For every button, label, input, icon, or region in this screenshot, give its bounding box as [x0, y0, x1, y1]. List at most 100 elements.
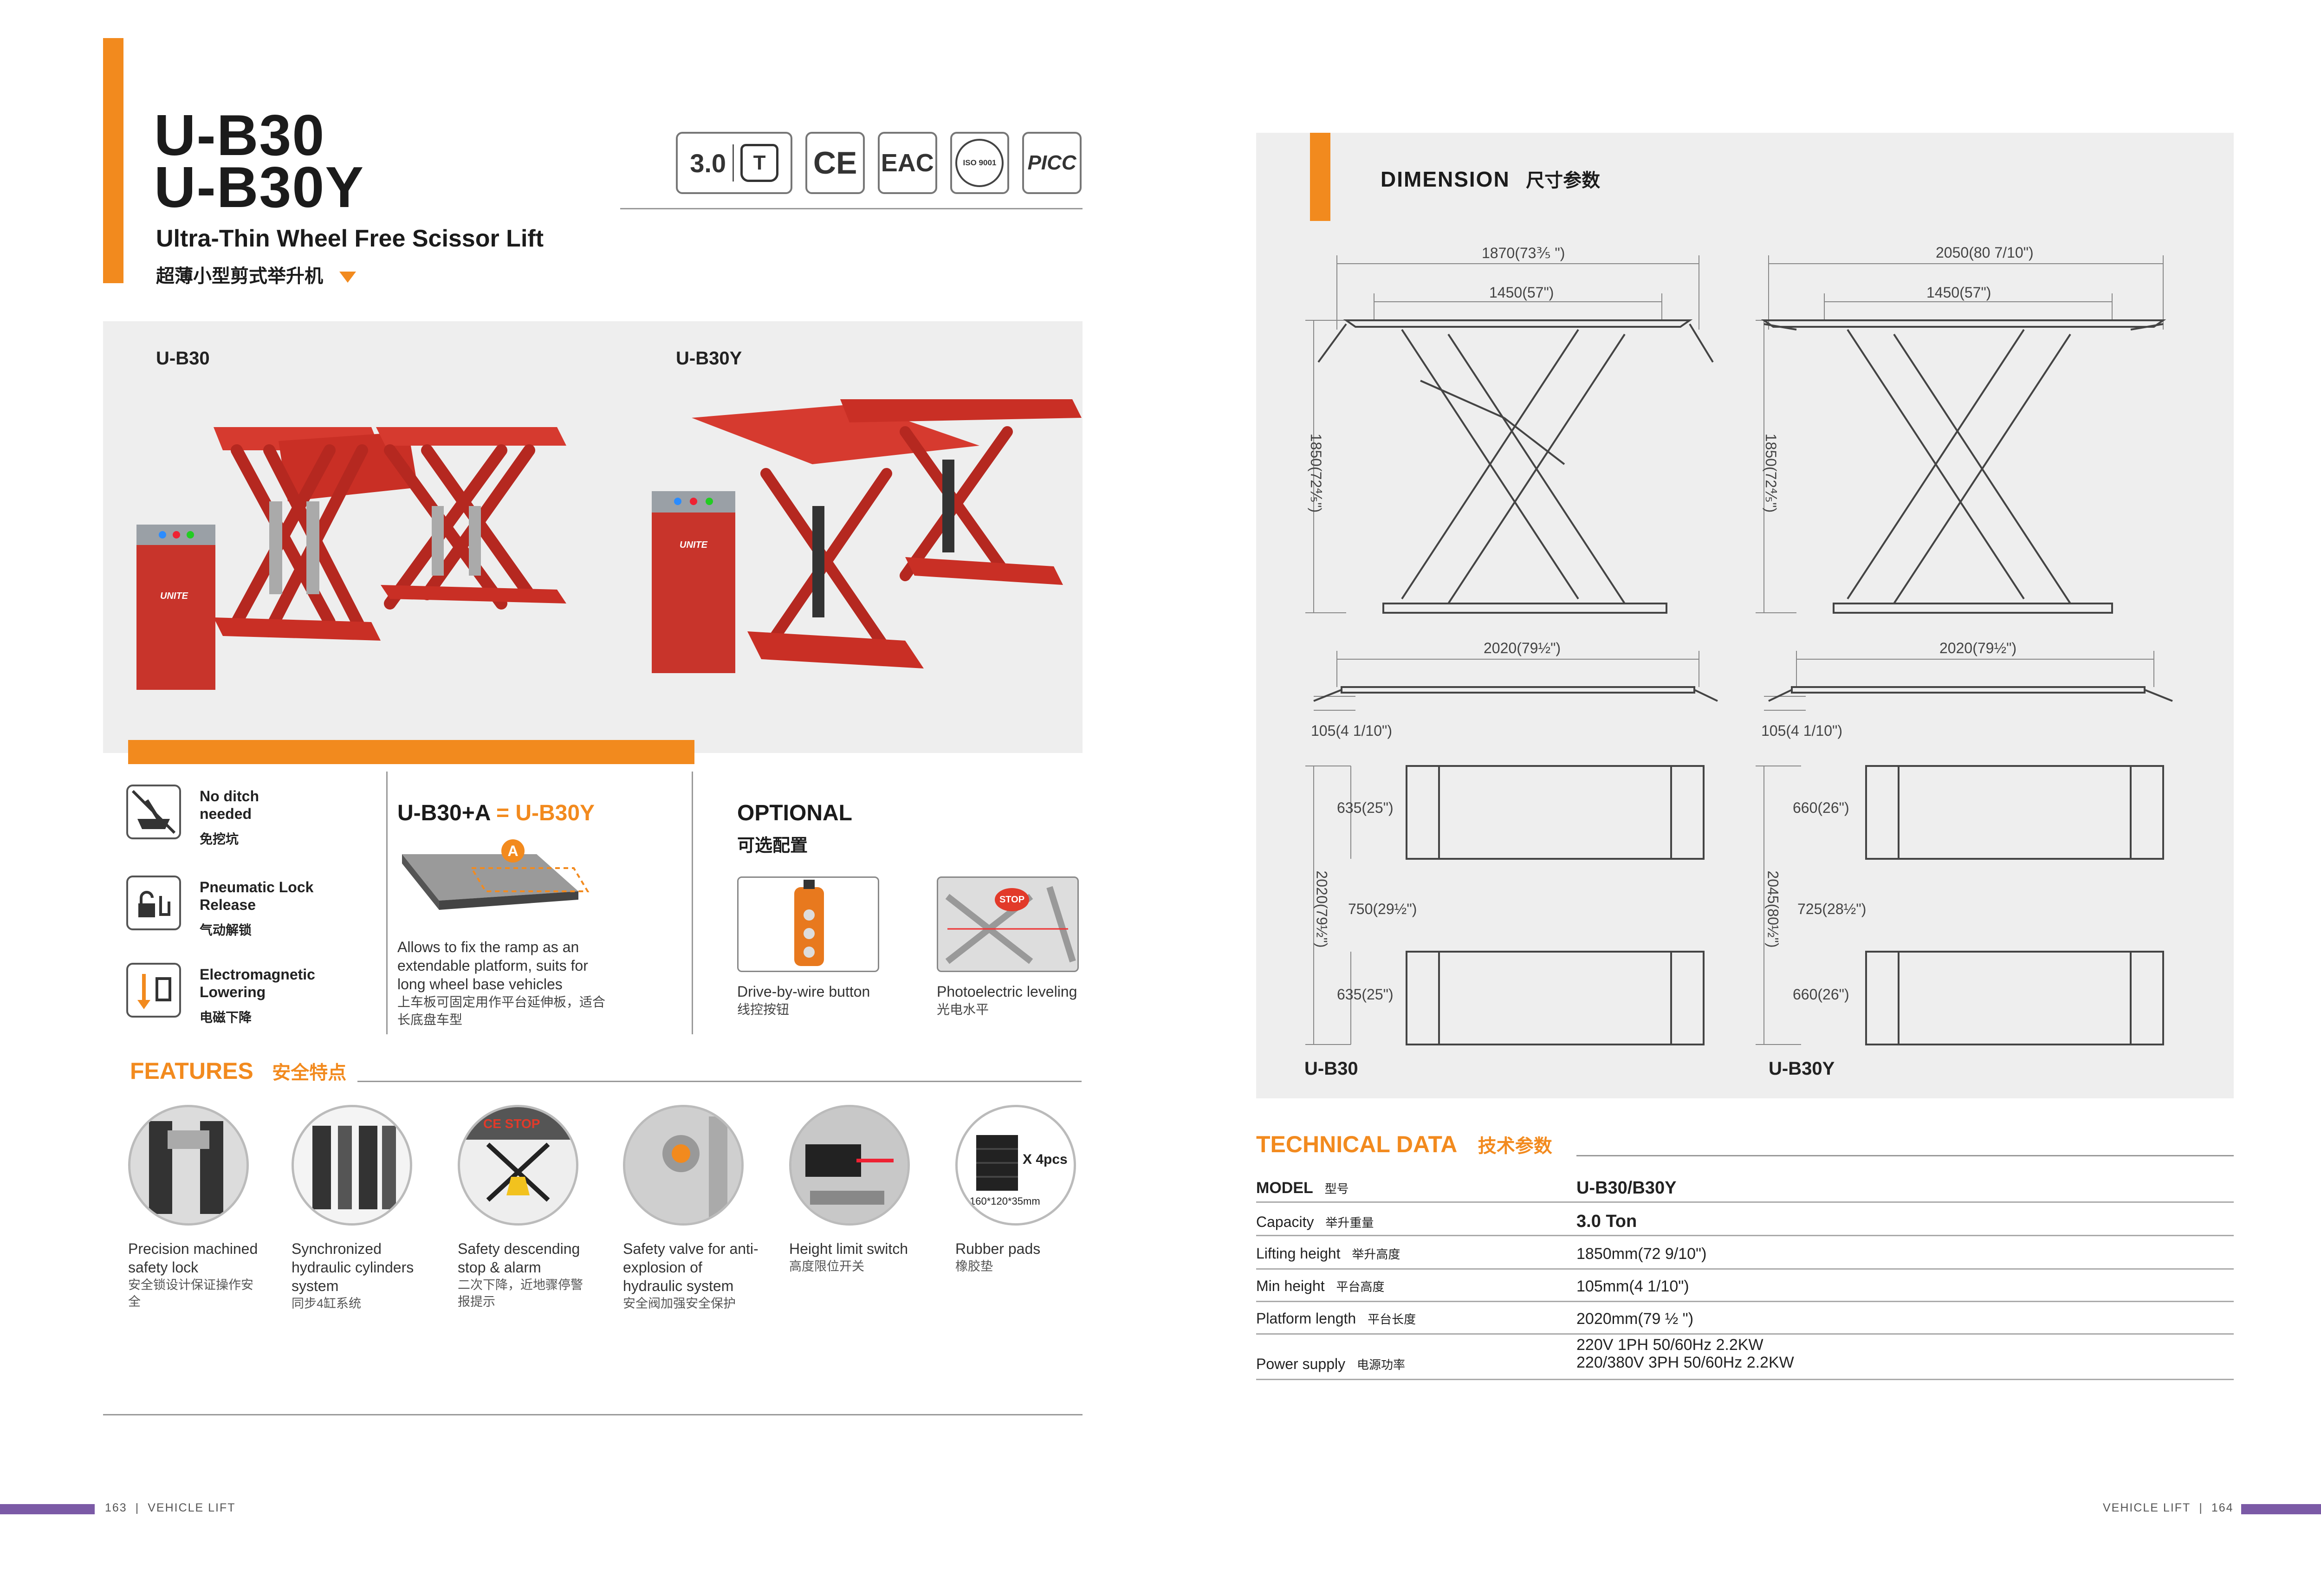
feature-cn: 高度限位开关: [789, 1259, 864, 1273]
combo-heading: U-B30+A = U-B30Y: [397, 801, 595, 825]
title-accent-bar: [103, 38, 123, 283]
feature-item: CE STOP Safety descending stop & alarm 二…: [458, 1105, 616, 1310]
feature-item: Height limit switch 高度限位开关: [789, 1105, 947, 1275]
tech-row-power-supply: Power supply 电源功率 220V 1PH 50/60Hz 2.2KW…: [1256, 1334, 2234, 1380]
product-label-ub30y: U-B30Y: [676, 348, 742, 369]
control-box-brand: UNITE: [160, 591, 188, 601]
drive-by-wire-image: [737, 876, 879, 972]
ub30y-plan-bottom: 660(26"): [1793, 986, 1849, 1003]
ub30-top-platform: 1450(57"): [1489, 284, 1554, 301]
product-subtitle: Ultra-Thin Wheel Free Scissor Lift: [156, 225, 544, 252]
ub30-top-overall: 1870(73⅗ "): [1482, 245, 1565, 261]
feature-cn: 橡胶垫: [955, 1259, 993, 1273]
product-label-ub30: U-B30: [156, 348, 210, 369]
dimension-accent-bar: [1310, 133, 1330, 221]
ub30y-dimension-drawing: [1756, 255, 2173, 1045]
ub30y-height: 1850(72⅘"): [1763, 433, 1780, 513]
ub30-plan-gap: 750(29½"): [1348, 901, 1417, 917]
features-heading: FEATURES 安全特点: [130, 1058, 347, 1084]
ramp-badge: A: [501, 839, 525, 863]
benefit-cn: 电磁下降: [200, 1010, 252, 1025]
safety-valve-image: [623, 1105, 744, 1226]
panel-accent-bar: [128, 740, 694, 764]
feature-title: Safety descending stop & alarm: [458, 1240, 580, 1276]
ub30y-top-overall: 2050(80 7/10"): [1936, 244, 2034, 261]
ce-cert: CE: [805, 132, 865, 194]
optional-label-2: Photoelectric leveling: [937, 983, 1077, 1000]
eac-cert: EAC: [877, 132, 937, 194]
model-title-2: U-B30Y: [154, 156, 365, 220]
feature-item: X 4pcs 160*120*35mm Rubber pads 橡胶垫: [955, 1105, 1095, 1275]
optional-cn-2: 光电水平: [937, 1002, 989, 1017]
feature-title: Synchronized hydraulic cylinders system: [292, 1240, 414, 1294]
left-bottom-rule: [103, 1414, 1083, 1415]
cert-row: 3.0 T CE EAC ISO 9001 PICC: [676, 132, 1082, 194]
tech-row-model: MODEL 型号 U-B30/B30Y: [1256, 1173, 2234, 1203]
column-divider: [692, 772, 693, 1034]
ce-stop-badge: CE STOP: [483, 1116, 540, 1131]
column-divider: [386, 772, 388, 1034]
feature-cn: 二次下降，近地骤停警报提示: [458, 1278, 583, 1309]
product-subtitle-cn: 超薄小型剪式举升机: [156, 261, 357, 288]
benefit-title: No ditch needed: [200, 788, 259, 822]
optional-cn-1: 线控按钮: [737, 1002, 790, 1017]
benefit-title: Electromagnetic Lowering: [200, 966, 315, 1000]
ub30y-top-platform: 1450(57"): [1926, 284, 1991, 301]
combo-description-cn: 上车板可固定用作平台延伸板，适合长底盘车型: [397, 995, 606, 1027]
product-image-panel: [103, 321, 1083, 753]
benefit-cn: 免挖坑: [200, 832, 239, 846]
feature-title: Safety valve for anti-explosion of hydra…: [623, 1240, 759, 1294]
picc-cert: PICC: [1022, 132, 1082, 194]
features-rule: [357, 1081, 1082, 1082]
iso-cert: ISO 9001: [950, 132, 1010, 194]
ub30-height: 1850(72⅘"): [1308, 433, 1325, 513]
combo-description: Allows to fix the ramp as an extendable …: [397, 939, 588, 993]
pneumatic-lock-icon: [126, 876, 181, 930]
tech-row-lifting-height: Lifting height 举升高度 1850mm(72 9/10"): [1256, 1237, 2234, 1270]
cert-underline: [620, 208, 1083, 209]
hydraulic-cylinders-image: [292, 1105, 412, 1226]
tech-heading: TECHNICAL DATA 技术参数: [1256, 1131, 1552, 1157]
feature-cn: 同步4缸系统: [292, 1297, 362, 1311]
features-row: Precision machined safety lock 安全锁设计保证操作…: [128, 1105, 1103, 1318]
triangle-down-icon: [339, 272, 357, 283]
feature-cn: 安全阀加强安全保护: [623, 1297, 736, 1311]
ub30y-plan-top: 660(26"): [1793, 799, 1849, 816]
feature-title: Height limit switch: [789, 1240, 908, 1257]
tech-row-min-height: Min height 平台高度 105mm(4 1/10"): [1256, 1269, 2234, 1302]
ub30-dimension-drawing: [1305, 255, 1718, 1045]
ub30-min-height: 105(4 1/10"): [1311, 722, 1393, 739]
ub30y-plan-gap: 725(28½"): [1797, 901, 1867, 917]
capacity-cert: 3.0 T: [676, 132, 793, 194]
ramp-platform-illustration: [402, 854, 590, 910]
benefit-title: Pneumatic Lock Release: [200, 879, 314, 913]
tech-heading-rule: [1576, 1155, 2234, 1156]
footer-left: 163|VEHICLE LIFT: [105, 1501, 236, 1514]
model-title-1: U-B30: [154, 104, 325, 168]
feature-title: Rubber pads: [955, 1240, 1041, 1257]
ub30-lift-illustration: UNITE: [136, 427, 566, 690]
ub30y-lift-illustration: UNITE: [652, 399, 1082, 673]
safety-lock-image: [128, 1105, 249, 1226]
tech-row-capacity: Capacity 举升重量 3.0 Ton: [1256, 1206, 2234, 1236]
footer-right: VEHICLE LIFT|164: [2103, 1501, 2234, 1514]
ub30-side-length: 2020(79½"): [1484, 640, 1561, 656]
ub30y-drawing-label: U-B30Y: [1769, 1058, 1835, 1079]
weight-icon: T: [740, 144, 779, 182]
feature-item: Precision machined safety lock 安全锁设计保证操作…: [128, 1105, 286, 1310]
rubber-pads-size: 160*120*35mm: [970, 1195, 1040, 1207]
dimension-heading: DIMENSION 尺寸参数: [1381, 167, 1601, 191]
optional-title-cn: 可选配置: [737, 836, 808, 856]
tech-row-platform-length: Platform length 平台长度 2020mm(79 ½ "): [1256, 1302, 2234, 1335]
ub30-plan-overall: 2020(79½"): [1313, 870, 1330, 948]
photoelectric-image: STOP: [937, 876, 1079, 972]
ub30y-min-height: 105(4 1/10"): [1761, 722, 1843, 739]
svg-text:UNITE: UNITE: [680, 540, 708, 550]
feature-item: Safety valve for anti-explosion of hydra…: [623, 1105, 781, 1312]
optional-title: OPTIONAL: [737, 801, 852, 825]
electromagnetic-lowering-icon: [126, 963, 181, 1018]
feature-item: Synchronized hydraulic cylinders system …: [292, 1105, 449, 1312]
no-ditch-icon: [126, 785, 181, 839]
footer-bar-left: [0, 1504, 95, 1514]
rubber-pads-qty: X 4pcs: [1023, 1152, 1068, 1167]
